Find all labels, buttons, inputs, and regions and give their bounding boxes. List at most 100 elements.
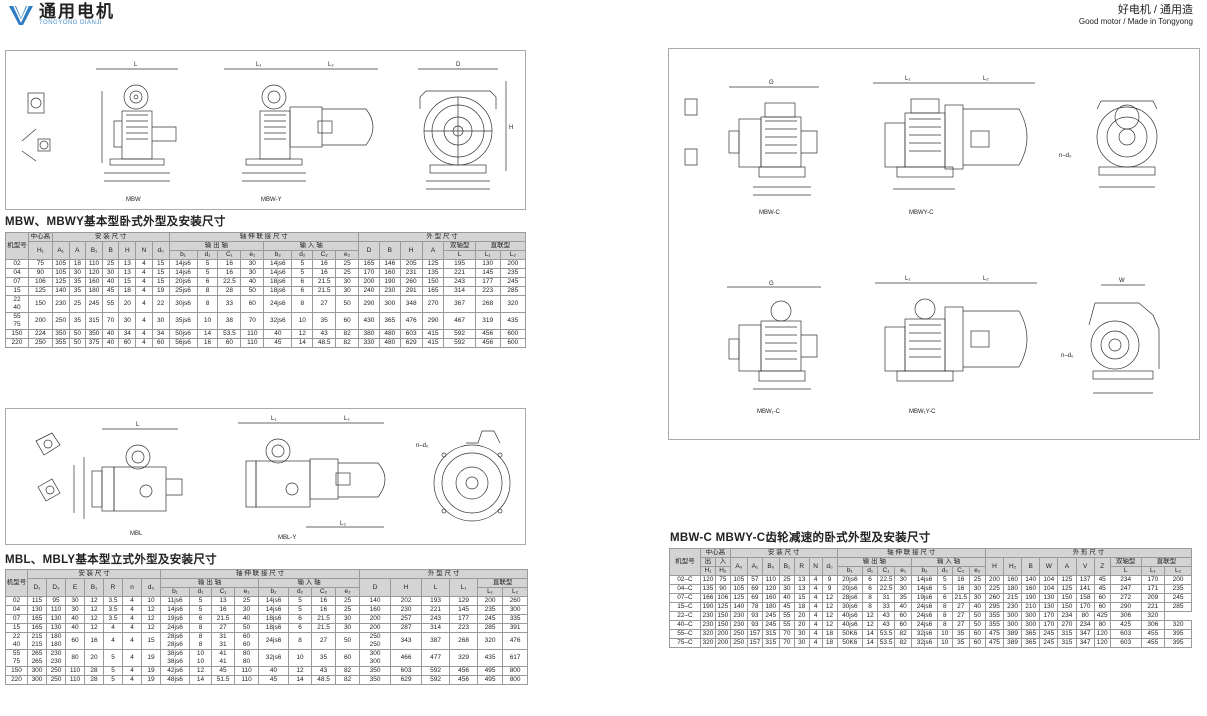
table-cell: 51.5 — [211, 675, 236, 685]
table-cell: 170 — [358, 268, 380, 278]
table-cell: 477 — [421, 649, 451, 667]
table-cell: 6 — [196, 277, 219, 287]
col-model: 机型号 — [669, 548, 701, 576]
mbly-caption: MBL-Y — [278, 535, 296, 541]
col-input-shaft: 输 入 轴 — [258, 578, 361, 588]
table-cell: 220 — [5, 675, 28, 685]
table-cell: 250 — [729, 629, 748, 639]
sub-a: A — [68, 241, 87, 260]
table-cell: 8 8 — [189, 632, 213, 650]
sub-H: H — [399, 241, 423, 260]
col-center: 中心高 — [699, 548, 731, 558]
table-cell: 350 — [85, 329, 103, 339]
table-cell: 13 — [118, 259, 137, 269]
table-cell: 50 — [234, 623, 260, 633]
table-cell: 476 — [399, 312, 423, 330]
table-cell: 306 — [1109, 611, 1142, 621]
mbw-dimension-table: 机型号 中心高 安 装 尺 寸 轴 伸 联 接 尺 寸 外 型 尺 寸 H₁ A… — [5, 232, 527, 348]
table-cell: 16 — [312, 259, 337, 269]
table-cell: 35 — [68, 312, 87, 330]
table-cell: 55 — [778, 611, 795, 621]
table-cell: 4 — [122, 632, 142, 650]
table-cell: 27 — [951, 620, 970, 630]
table-cell: 300 — [502, 605, 529, 615]
table-cell: 15 — [793, 593, 810, 603]
table-cell: 314 — [421, 623, 451, 633]
table-cell: 30 — [240, 259, 265, 269]
table-cell: 07–C — [669, 593, 701, 603]
table-cell: 355 — [984, 611, 1004, 621]
table-cell: 165 — [27, 623, 47, 633]
table-cell: 34 — [118, 329, 137, 339]
mbw-end-view-drawing: D H — [418, 62, 513, 190]
table-cell: 425 — [1109, 620, 1142, 630]
sub-e2: e₂ — [968, 566, 986, 576]
table-cell: 177 — [474, 277, 501, 287]
table-cell: 230 — [729, 611, 748, 621]
table-cell: 145 — [449, 605, 479, 615]
table-cell: 5 — [288, 596, 313, 606]
mbl-caption: MBL — [130, 531, 143, 537]
col-output-shaft: 输 出 轴 — [836, 557, 913, 567]
table-cell: 14js6 — [168, 268, 198, 278]
sub-e1: e₁ — [234, 587, 260, 597]
table-cell: 21.5 — [311, 623, 337, 633]
flange-detail-drawing — [35, 432, 61, 502]
table-cell: 35 — [68, 286, 87, 296]
sub-h2: H₂ — [714, 566, 731, 576]
col-input-shaft: 输 入 轴 — [263, 241, 360, 251]
table-cell: 4 — [808, 602, 823, 612]
table-cell: 4 — [808, 584, 823, 594]
table-cell: 290 — [1109, 602, 1142, 612]
sub-e: E — [65, 578, 85, 597]
table-cell: 243 — [443, 277, 476, 287]
table-cell: 14js6 — [911, 584, 938, 594]
table-cell: 225 — [984, 584, 1004, 594]
table-cell: 16 — [84, 632, 104, 650]
mbw-caption: MBW — [126, 197, 141, 203]
sub-b1: B₁ — [778, 557, 795, 576]
table-cell: 27 — [211, 623, 236, 633]
table-cell: 12 — [140, 605, 162, 615]
table-cell: 245 — [477, 614, 504, 624]
table-cell: 157 — [746, 638, 763, 648]
table-cell: 35 — [951, 638, 970, 648]
table-cell: 4 — [122, 675, 142, 685]
table-cell: 215 215 — [27, 632, 47, 650]
mbw1c-end-view-drawing: W n–d₀ — [1061, 278, 1160, 394]
table-cell: 125 — [1057, 584, 1077, 594]
table-cell: 330 — [358, 338, 380, 348]
table-cell: 209 — [1140, 593, 1166, 603]
table-cell: 190 — [699, 602, 716, 612]
table-cell: 21.5 — [951, 593, 970, 603]
table-cell: 8 — [936, 602, 953, 612]
col-in: 入 — [714, 557, 731, 567]
sub-L2: L₁ — [477, 587, 504, 597]
table-cell: 24js6 — [258, 632, 290, 650]
table-cell: 231 — [399, 268, 423, 278]
table-cell: 165 — [27, 614, 47, 624]
table-cell: 190 — [378, 277, 401, 287]
table-cell: 55–C — [669, 629, 701, 639]
table-cell: 129 — [449, 596, 479, 606]
table-cell: 250 — [729, 638, 748, 648]
shaft-detail-drawing — [21, 92, 51, 162]
table-cell: 150 — [5, 329, 29, 339]
table-cell: 10 — [936, 638, 953, 648]
slogan-cn: 好电机 / 通用造 — [1117, 4, 1193, 16]
sub-d1: d₁ — [196, 250, 219, 260]
table-cell: 272 — [1109, 593, 1142, 603]
table-cell: 02 — [5, 596, 28, 606]
table-cell: 375 — [85, 338, 103, 348]
table-cell: 160 — [85, 277, 103, 287]
table-cell: 430 — [358, 312, 380, 330]
sub-b2: b₂ — [258, 587, 290, 597]
table-cell: 365 — [1021, 629, 1041, 639]
table-cell: 53.5 — [217, 329, 242, 339]
table-cell: 20js6 — [836, 584, 864, 594]
table-cell: 22 40 — [5, 632, 28, 650]
